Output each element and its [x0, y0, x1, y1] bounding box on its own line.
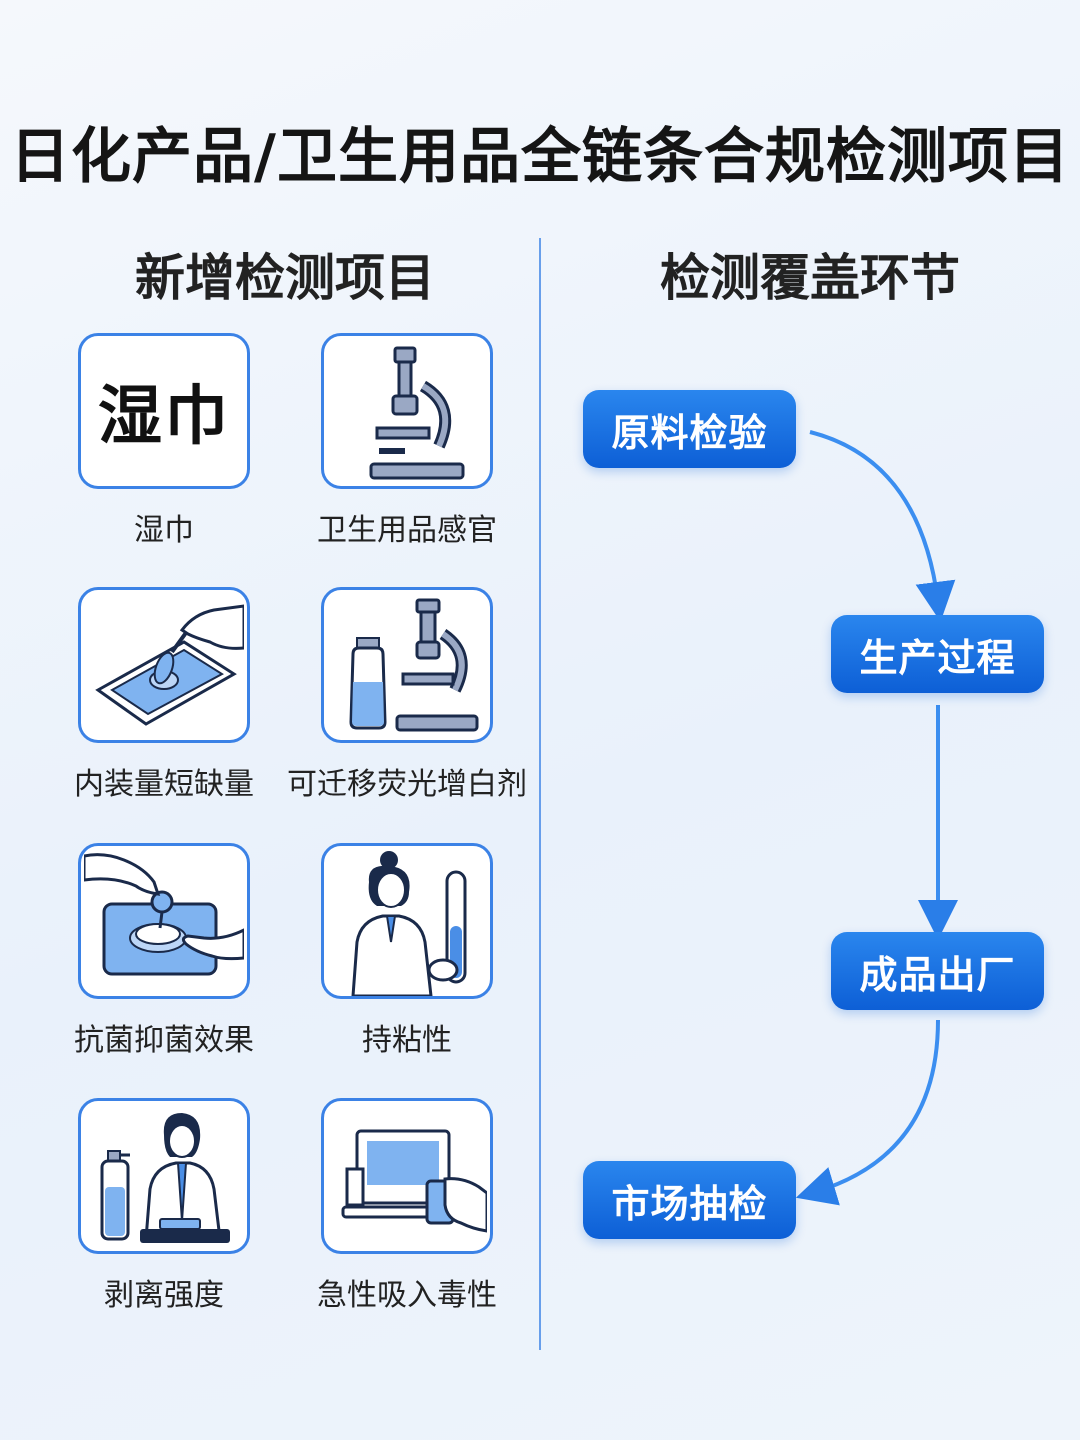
- card-fluorescent[interactable]: [321, 587, 493, 743]
- section-divider: [539, 238, 541, 1350]
- wipes-text-icon: 湿巾: [98, 380, 230, 454]
- card-wipes[interactable]: 湿巾: [78, 333, 250, 489]
- scientist-test-tube-icon: [351, 851, 467, 996]
- card-net-content[interactable]: [78, 587, 250, 743]
- card-antibacterial[interactable]: [78, 843, 250, 999]
- arrow-3: [795, 1019, 940, 1206]
- label-net-content: 内装量短缺量: [74, 767, 254, 802]
- label-sensory: 卫生用品感官: [317, 513, 497, 548]
- card-peel[interactable]: [78, 1098, 250, 1254]
- stage-raw-material[interactable]: 原料检验: [583, 390, 796, 468]
- card-tack[interactable]: [321, 843, 493, 999]
- left-section-heading: 新增检测项目: [135, 249, 435, 307]
- label-inhalation: 急性吸入毒性: [317, 1278, 497, 1313]
- stage-production[interactable]: 生产过程: [831, 615, 1044, 693]
- petri-dish-icon: [84, 853, 244, 976]
- device-hand-icon: [341, 1129, 487, 1233]
- flow-arrows: [795, 430, 958, 1206]
- stage-factory-release[interactable]: 成品出厂: [831, 932, 1044, 1010]
- bottle-microscope-icon: [349, 598, 479, 732]
- swab-tray-icon: [95, 604, 244, 726]
- stage-market-sampling[interactable]: 市场抽检: [583, 1161, 796, 1239]
- page-title: 日化产品/卫生用品全链条合规检测项目: [10, 122, 1070, 192]
- microscope-icon: [369, 346, 465, 480]
- right-section-heading: 检测覆盖环节: [660, 249, 960, 307]
- label-wipes: 湿巾: [134, 513, 194, 548]
- label-fluorescent: 可迁移荧光增白剂: [287, 767, 527, 802]
- card-inhalation[interactable]: [321, 1098, 493, 1254]
- arrow-1: [809, 430, 956, 622]
- label-peel: 剥离强度: [104, 1278, 224, 1313]
- label-tack: 持粘性: [362, 1023, 452, 1058]
- label-antibacterial: 抗菌抑菌效果: [74, 1023, 254, 1058]
- scientist-bottle-icon: [100, 1113, 230, 1243]
- card-sensory[interactable]: [321, 333, 493, 489]
